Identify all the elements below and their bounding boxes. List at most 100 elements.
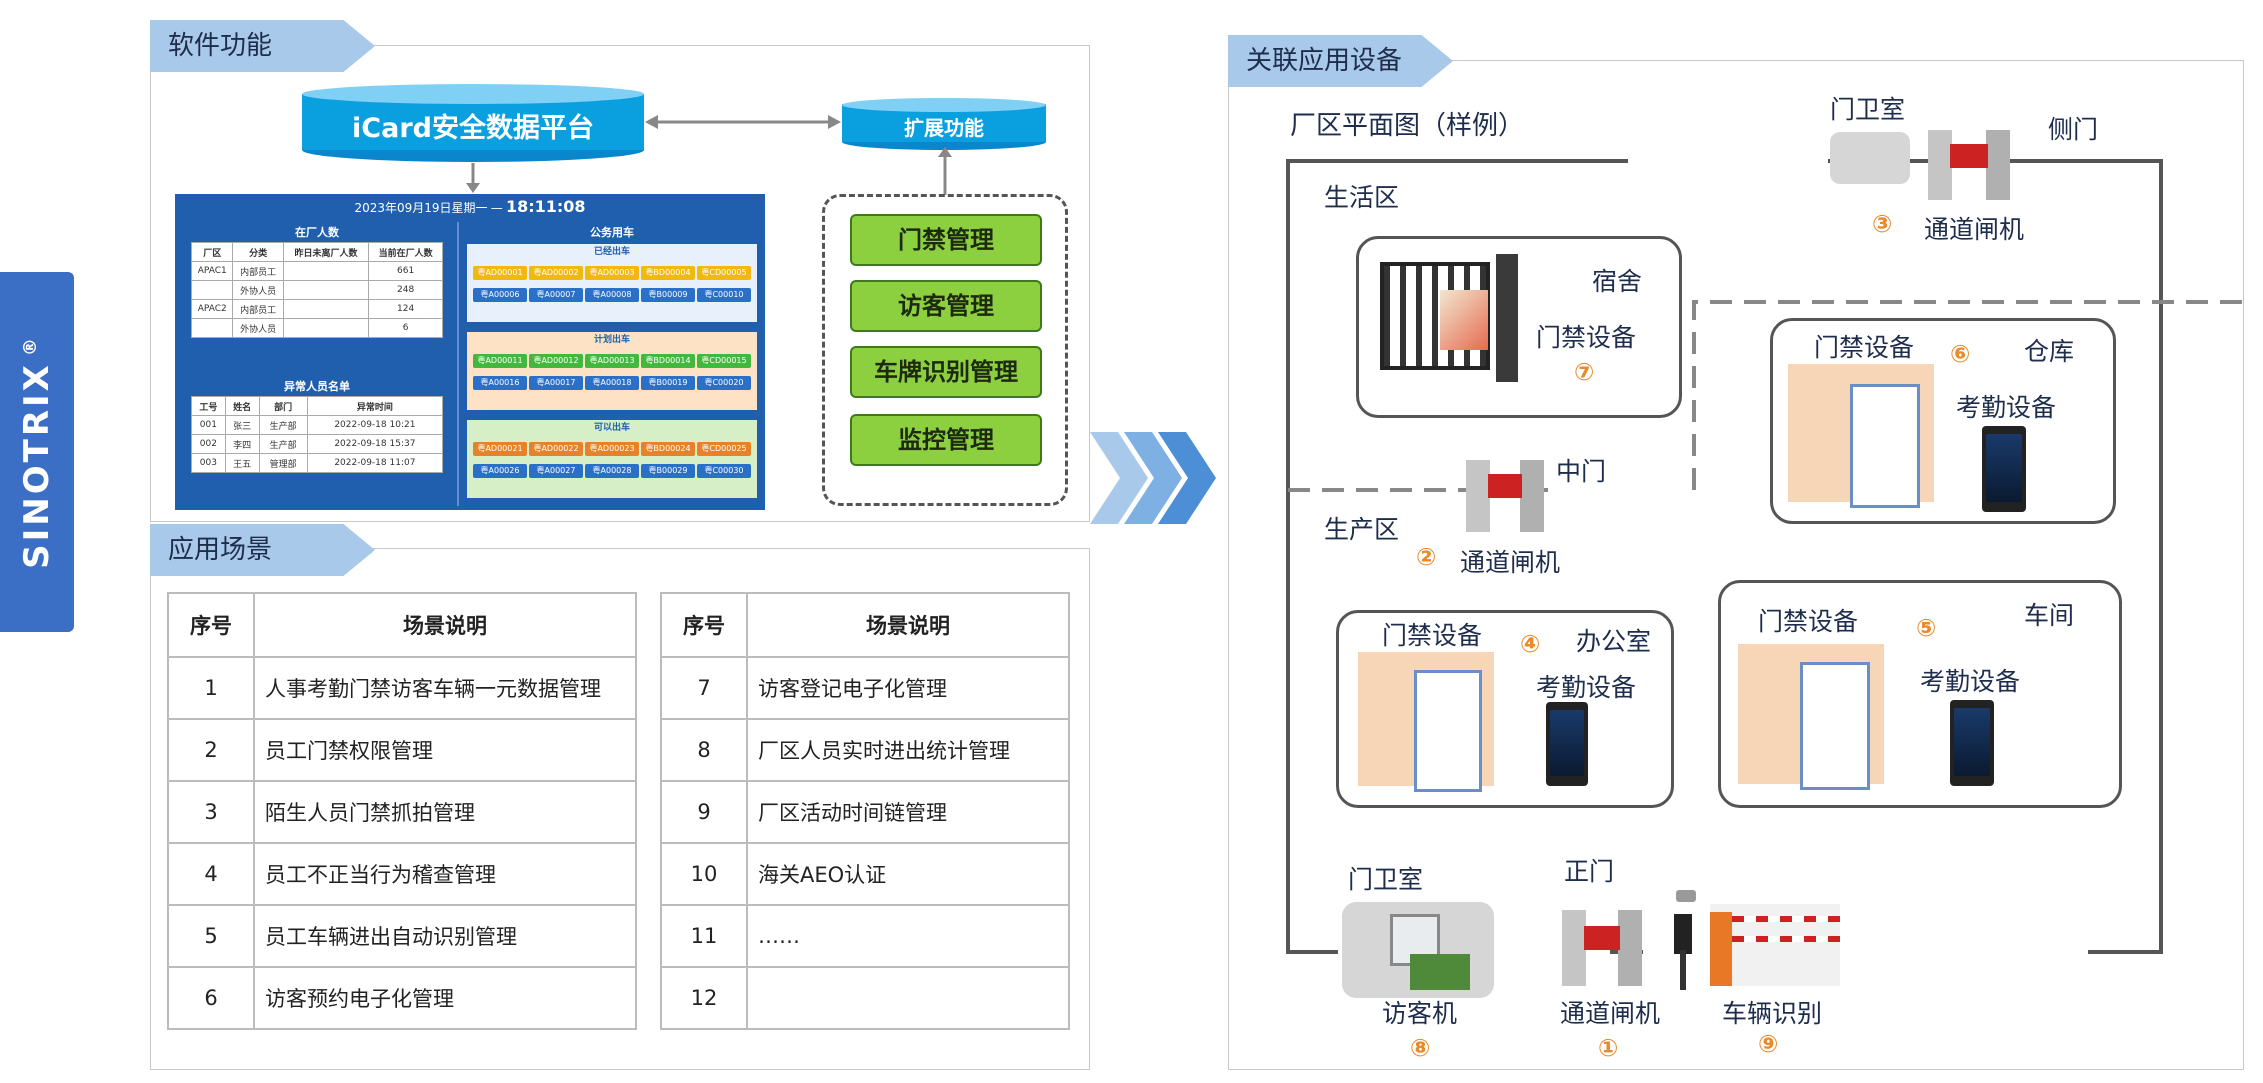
col-desc-header: 场景说明 [253, 592, 637, 658]
scenario-description: 员工车辆进出自动识别管理 [253, 904, 637, 968]
number-9: ⑨ [1758, 1030, 1779, 1058]
scenario-number: 7 [660, 656, 748, 720]
scenario-description: 访客登记电子化管理 [746, 656, 1070, 720]
scenario-number: 2 [167, 718, 255, 782]
scenario-number: 9 [660, 780, 748, 844]
mini-table-cell: 2022-09-18 15:37 [306, 434, 444, 454]
number-4: ④ [1520, 630, 1541, 658]
scenario-row: 11…… [660, 904, 1070, 968]
extension-label: 扩展功能 [904, 116, 984, 140]
license-plate: 粤A00027 [529, 464, 583, 478]
mini-table-cell: APAC1 [190, 261, 234, 281]
scenario-number: 12 [660, 966, 748, 1030]
license-plate: 粤CD00005 [697, 266, 751, 280]
mini-table-header: 分类 [232, 242, 284, 262]
license-plate: 粤A00016 [473, 376, 527, 390]
guard-room-bottom-label: 门卫室 [1348, 865, 1424, 894]
dashboard-time: 18:11:08 [505, 197, 586, 216]
mini-table-cell [190, 318, 234, 338]
scenario-ribbon: 应用场景 [150, 524, 375, 576]
mini-table-cell: 管理部 [258, 453, 308, 473]
scenario-number: 10 [660, 842, 748, 906]
number-5: ⑤ [1916, 614, 1937, 642]
mini-table-cell [282, 318, 370, 338]
col-no-header: 序号 [660, 592, 748, 658]
scenario-number: 8 [660, 718, 748, 782]
license-plate: 粤BD00004 [641, 266, 695, 280]
module-plate-recognition[interactable]: 车牌识别管理 [850, 346, 1042, 398]
guard-room-top-label: 门卫室 [1830, 95, 1906, 124]
mini-table-cell: 王五 [224, 453, 260, 473]
scenario-description: 海关AEO认证 [746, 842, 1070, 906]
turnstile-main-icon [1562, 900, 1642, 988]
license-plate: 粤AD00002 [529, 266, 583, 280]
mini-table-cell: 002 [191, 434, 226, 454]
scenario-row: 12 [660, 966, 1070, 1030]
number-1: ① [1598, 1034, 1619, 1062]
mini-table-header: 厂区 [190, 242, 234, 262]
license-plate: 粤A00008 [585, 288, 639, 302]
dashboard-screen: 2023年09月19日星期一 — 18:11:08 在厂人数 厂区分类昨日未离厂… [175, 194, 765, 510]
workshop-door-device-label: 门禁设备 [1758, 607, 1859, 636]
module-visitor[interactable]: 访客管理 [850, 280, 1042, 332]
dorm-label: 宿舍 [1592, 267, 1643, 296]
col-desc-header: 场景说明 [746, 592, 1070, 658]
mini-table-header: 部门 [258, 396, 308, 416]
turnstile-middle-icon [1466, 448, 1544, 534]
license-plate: 粤CD00025 [697, 442, 751, 456]
scenario-description: 员工不正当行为稽查管理 [253, 842, 637, 906]
mini-table-cell [282, 280, 370, 300]
number-2: ② [1416, 543, 1437, 571]
abnormal-title: 异常人员名单 [284, 380, 350, 393]
scenario-description: 员工门禁权限管理 [253, 718, 637, 782]
mini-table-header: 昨日未离厂人数 [282, 242, 370, 262]
license-plate: 粤AD00011 [473, 354, 527, 368]
mini-table-cell [282, 261, 370, 281]
mini-table-cell: 外协人员 [232, 318, 284, 338]
vehicle-group-title: 已经出车 [593, 247, 630, 257]
module-access-control[interactable]: 门禁管理 [850, 214, 1042, 266]
module-monitoring[interactable]: 监控管理 [850, 414, 1042, 466]
plan-title: 厂区平面图（样例） [1290, 111, 1525, 141]
license-plate: 粤C00020 [697, 376, 751, 390]
scenario-description: …… [746, 904, 1070, 968]
license-plate: 粤AD00013 [585, 354, 639, 368]
license-plate: 粤AD00022 [529, 442, 583, 456]
license-plate: 粤AD00021 [473, 442, 527, 456]
mini-table-header: 姓名 [224, 396, 260, 416]
extension-module-box [822, 194, 1068, 506]
scenario-description [746, 966, 1070, 1030]
vehicle-group-title: 计划出车 [593, 335, 630, 345]
mini-table-cell: 003 [191, 453, 226, 473]
main-gate-label: 正门 [1564, 857, 1615, 886]
door-device-icon [1738, 644, 1884, 790]
license-plate: 粤B00019 [641, 376, 695, 390]
license-plate: 粤A00028 [585, 464, 639, 478]
mini-table-cell: 张三 [224, 415, 260, 435]
license-plate: 粤A00018 [585, 376, 639, 390]
license-plate: 粤AD00001 [473, 266, 527, 280]
warehouse-attendance-label: 考勤设备 [1956, 393, 2057, 422]
brand-logo-text: SINOTRIX® [17, 335, 57, 569]
number-7: ⑦ [1574, 358, 1595, 386]
platform-label: iCard安全数据平台 [352, 113, 594, 144]
license-plate: 粤AD00023 [585, 442, 639, 456]
mini-table-cell: 李四 [224, 434, 260, 454]
side-gate-label: 侧门 [2048, 115, 2099, 144]
turnstile-main-label: 通道闸机 [1560, 999, 1661, 1028]
mini-table-cell: APAC2 [190, 299, 234, 319]
mini-table-cell: 2022-09-18 11:07 [306, 453, 444, 473]
mini-table-cell: 001 [191, 415, 226, 435]
scenario-description: 厂区活动时间链管理 [746, 780, 1070, 844]
license-plate: 粤A00006 [473, 288, 527, 302]
